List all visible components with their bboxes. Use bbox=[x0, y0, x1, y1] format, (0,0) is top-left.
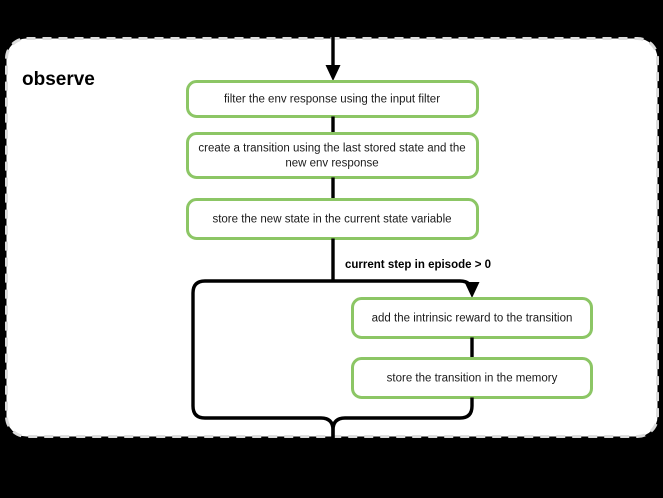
page-title: observe bbox=[22, 69, 95, 90]
arrowhead-entry-icon bbox=[325, 65, 341, 81]
node-store-new-state-label: store the new state in the current state… bbox=[212, 214, 451, 226]
node-store-transition-memory-label: store the transition in the memory bbox=[387, 373, 558, 385]
edge-label-current-step: current step in episode > 0 bbox=[345, 259, 491, 271]
node-create-transition-label-line2: new env response bbox=[285, 158, 378, 170]
edge-bypass-branch bbox=[191, 279, 335, 450]
edge-merge-branch bbox=[331, 397, 474, 450]
arrowhead-condition-icon bbox=[464, 282, 480, 298]
node-create-transition-label-line1: create a transition using the last store… bbox=[198, 143, 465, 155]
node-create-transition[interactable] bbox=[186, 132, 479, 179]
node-filter-env-response-label: filter the env response using the input … bbox=[224, 94, 440, 106]
node-add-intrinsic-reward-label: add the intrinsic reward to the transiti… bbox=[372, 313, 573, 325]
